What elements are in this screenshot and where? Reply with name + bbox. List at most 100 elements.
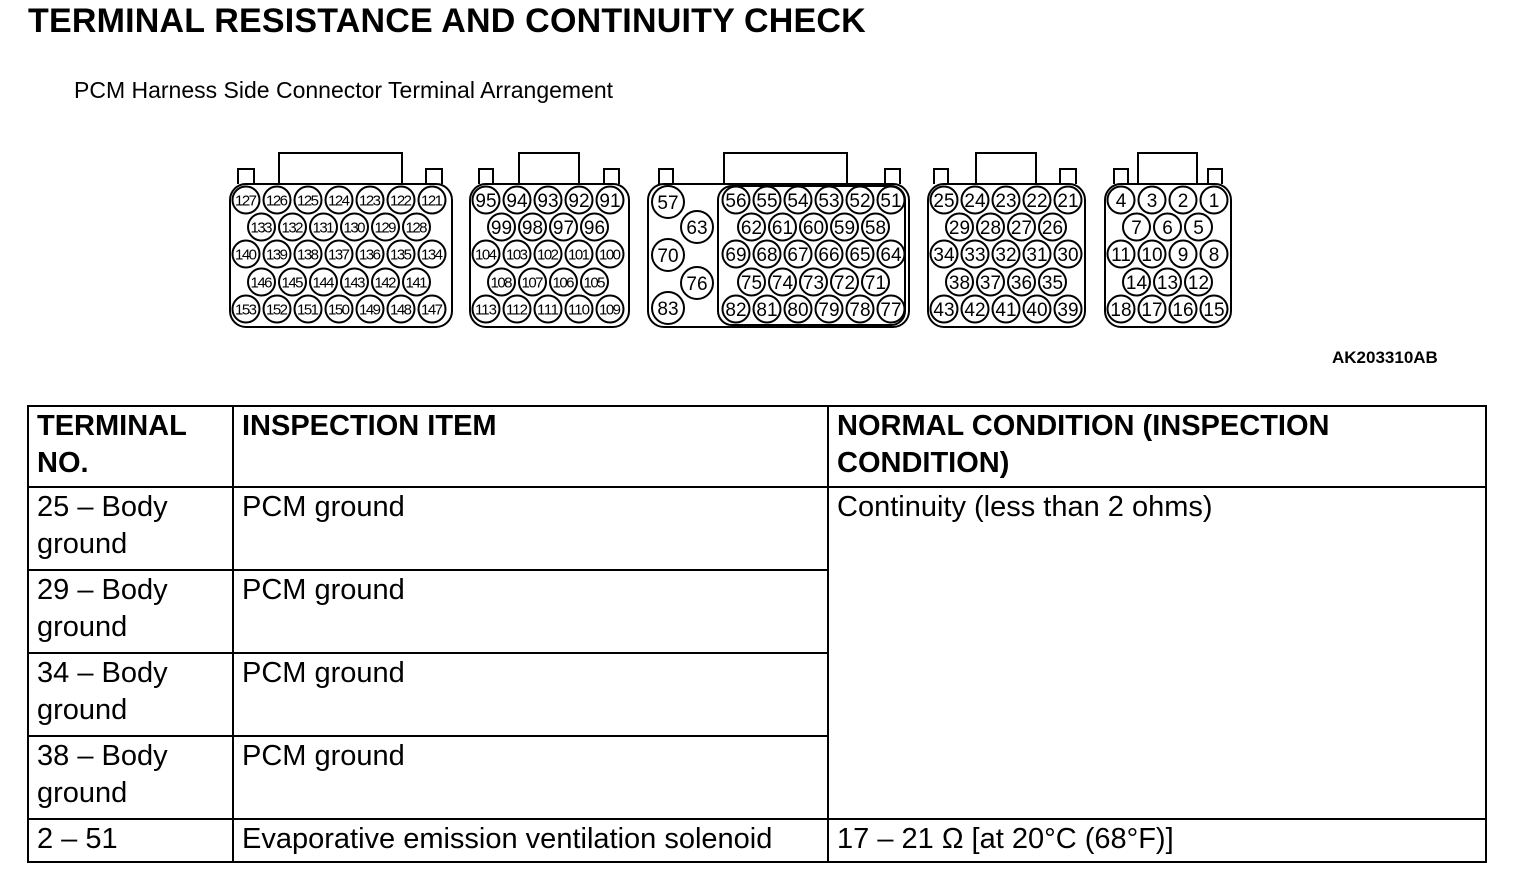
terminal-label: 2	[1178, 191, 1189, 212]
terminal-circle	[564, 239, 594, 269]
connector-body	[229, 183, 453, 328]
terminal-circle	[991, 239, 1021, 269]
terminal-circle	[752, 294, 782, 324]
terminal-label: 18	[1110, 300, 1131, 321]
terminal-label: 15	[1203, 300, 1224, 321]
terminal-label: 60	[803, 218, 824, 239]
terminal-circle	[1038, 212, 1067, 242]
terminal-label: 40	[1026, 300, 1047, 321]
terminal-label: 1	[1209, 191, 1220, 212]
terminal-label: 136	[359, 246, 381, 263]
terminal-label: 132	[282, 219, 304, 236]
terminal-label: 3	[1147, 191, 1158, 212]
terminal-label: 72	[834, 273, 855, 294]
terminal-circle	[768, 267, 797, 297]
terminal-circle	[340, 212, 369, 242]
connector-body	[927, 183, 1086, 328]
terminal-label: 16	[1172, 300, 1193, 321]
terminal-circle	[518, 267, 547, 297]
terminal-label: 133	[251, 219, 273, 236]
terminal-circle	[231, 294, 261, 324]
terminal-label: 35	[1042, 273, 1063, 294]
terminal-circle	[533, 185, 563, 215]
terminal-circle	[293, 294, 323, 324]
terminal-label: 91	[599, 191, 620, 212]
terminal-circle	[1022, 185, 1052, 215]
terminal-circle	[1022, 239, 1052, 269]
terminal-circle	[417, 185, 447, 215]
terminal-circle	[595, 185, 625, 215]
terminal-circle	[355, 239, 385, 269]
terminal-label: 53	[818, 191, 839, 212]
terminal-label: 73	[803, 273, 824, 294]
terminal-label: 107	[522, 274, 544, 291]
terminal-label: 142	[375, 274, 397, 291]
table-row: 25 – Body ground PCM ground Continuity (…	[27, 486, 1487, 820]
terminal-circle	[752, 239, 782, 269]
terminal-label: 110	[568, 301, 590, 318]
terminal-label: 54	[787, 191, 809, 212]
terminal-circle	[355, 294, 385, 324]
terminal-circle	[1184, 267, 1213, 297]
terminal-label: 71	[865, 273, 886, 294]
terminal-circle	[293, 239, 323, 269]
terminal-circle	[680, 266, 714, 300]
terminal-circle	[262, 239, 292, 269]
connector-header-tab	[278, 152, 403, 184]
terminal-label: 25	[933, 191, 954, 212]
terminal-circle	[814, 239, 844, 269]
terminal-circle	[680, 210, 714, 244]
terminal-circle	[402, 212, 431, 242]
terminal-label: 98	[522, 218, 543, 239]
terminal-circle	[580, 212, 609, 242]
terminal-label: 79	[818, 300, 839, 321]
terminal-circle	[976, 267, 1005, 297]
terminal-circle	[752, 185, 782, 215]
terminal-label: 139	[266, 246, 288, 263]
table-row: 29 – Body ground PCM ground	[27, 569, 1486, 654]
terminal-label: 96	[584, 218, 605, 239]
terminal-label: 93	[537, 191, 558, 212]
terminal-circle	[247, 212, 276, 242]
terminal-label: 102	[537, 246, 559, 263]
inspection-item-cell: PCM ground	[232, 735, 829, 820]
terminal-label: 26	[1042, 218, 1063, 239]
terminal-circle	[549, 267, 578, 297]
terminal-label: 77	[880, 300, 901, 321]
terminal-label: 125	[297, 192, 319, 209]
terminal-circle	[783, 185, 813, 215]
terminal-circle	[471, 185, 501, 215]
terminal-circle	[1106, 294, 1136, 324]
terminal-circle	[262, 294, 292, 324]
terminal-circle	[876, 185, 906, 215]
inspection-table: TERMINAL NO. INSPECTION ITEM NORMAL COND…	[27, 405, 1487, 863]
terminal-circle	[417, 294, 447, 324]
terminal-circle	[1168, 239, 1198, 269]
terminal-circle	[1122, 212, 1151, 242]
terminal-label: 42	[964, 300, 985, 321]
terminal-circle	[324, 185, 354, 215]
connector-header-tab	[975, 152, 1037, 184]
terminal-circle	[1153, 267, 1182, 297]
terminal-circle	[309, 212, 338, 242]
terminal-circle	[1153, 212, 1182, 242]
terminal-label: 51	[880, 191, 901, 212]
table-row: 2 – 51 Evaporative emission ventilation …	[27, 818, 1487, 863]
terminal-label: 66	[818, 245, 839, 266]
terminal-circle	[876, 294, 906, 324]
terminal-circle	[721, 185, 751, 215]
connector-header-tab	[1137, 152, 1198, 184]
terminal-circle	[799, 212, 828, 242]
terminal-label: 58	[865, 218, 886, 239]
connector-latch	[237, 168, 255, 184]
terminal-label: 108	[491, 274, 513, 291]
terminal-label: 81	[756, 300, 777, 321]
terminal-circle	[945, 267, 974, 297]
terminal-circle	[262, 185, 292, 215]
connector-latch	[1207, 168, 1223, 184]
terminal-label: 52	[849, 191, 870, 212]
terminal-circle	[324, 239, 354, 269]
terminal-label: 126	[266, 192, 288, 209]
